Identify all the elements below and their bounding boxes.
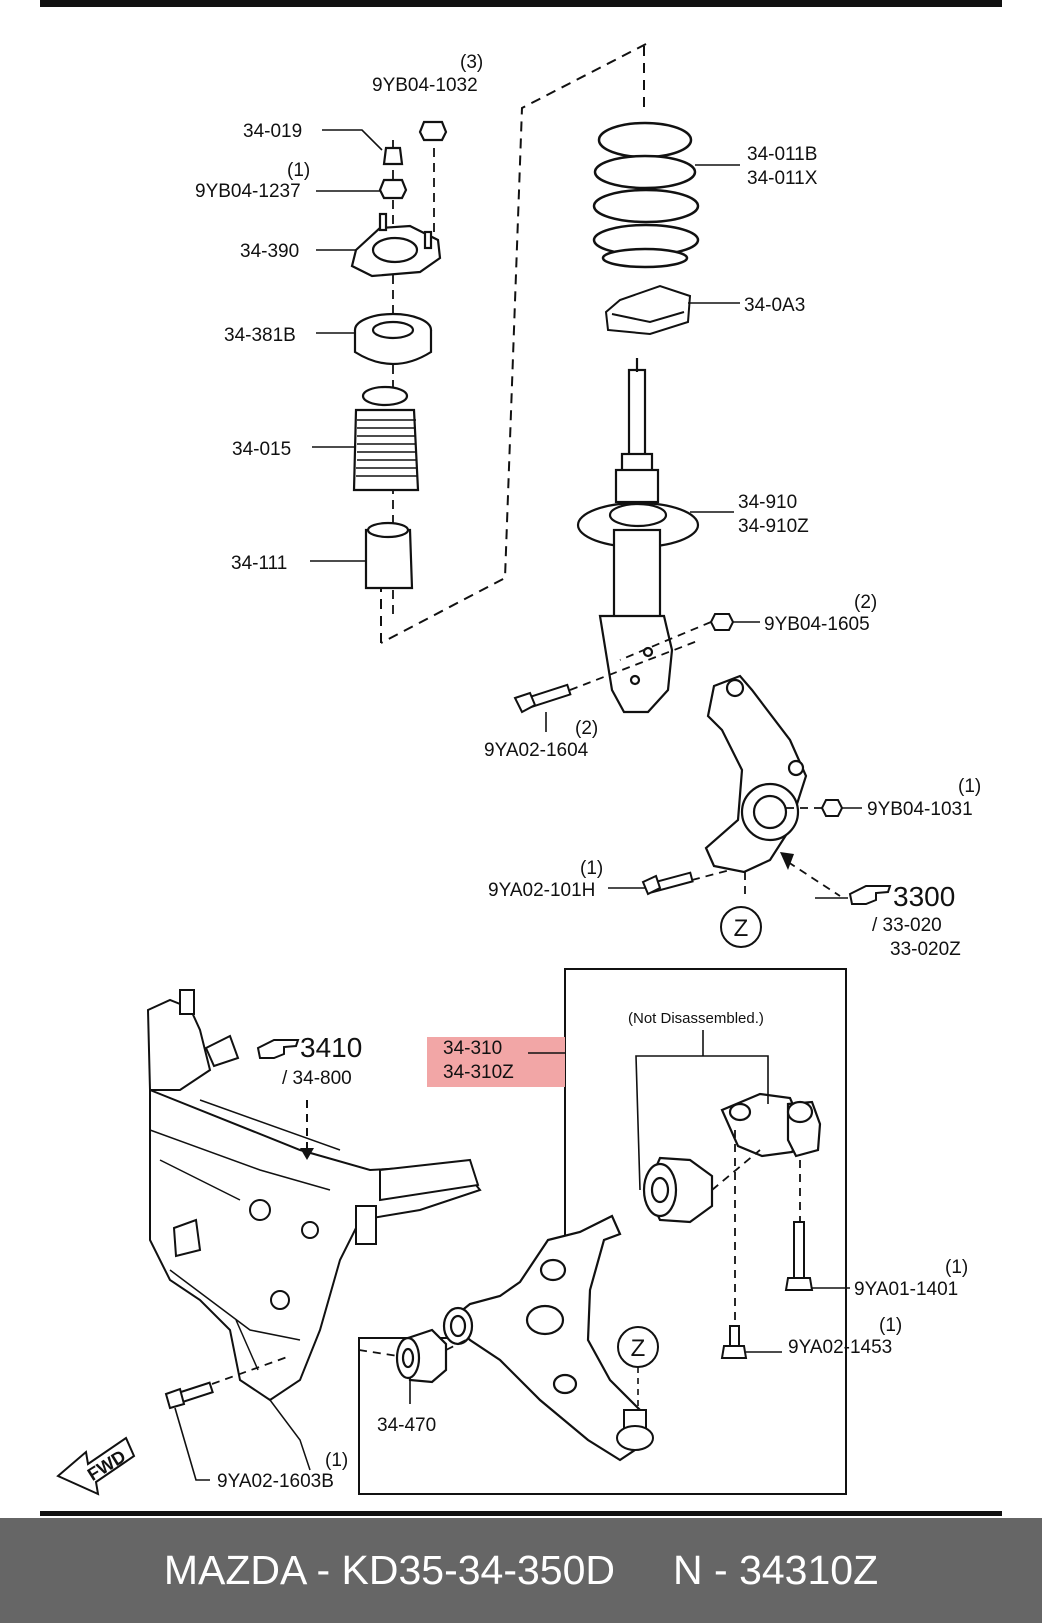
- label-34-390: 34-390: [240, 241, 299, 262]
- qty-1604: (2): [575, 718, 598, 739]
- dashed-leaders-upper: [569, 621, 841, 900]
- ref-z-upper: Z: [734, 915, 749, 942]
- footer-ref-number: N - 34310Z: [673, 1547, 879, 1593]
- label-9yb04-1237: 9YB04-1237: [195, 181, 301, 202]
- label-34-910z: 34-910Z: [738, 516, 809, 537]
- ref-z-circle-upper: [720, 906, 762, 948]
- hand-pointer-icon-3300: [848, 885, 892, 905]
- front-bushing: [642, 1156, 714, 1224]
- frame-bolt: [164, 1381, 214, 1410]
- label-34-111: 34-111: [231, 553, 287, 574]
- qty-1032: (3): [460, 52, 483, 73]
- label-34-015: 34-015: [232, 439, 291, 460]
- knuckle-arrow: [780, 852, 794, 870]
- label-9yb04-1032: 9YB04-1032: [372, 75, 478, 96]
- fasteners-upper: [513, 613, 844, 896]
- qty-1605: (2): [854, 592, 877, 613]
- qty-1453: (1): [879, 1315, 902, 1336]
- label-3300: 3300: [893, 881, 955, 912]
- rear-bushing: [720, 1092, 822, 1158]
- label-34-011x: 34-011X: [747, 168, 818, 189]
- boot-ribs: [356, 419, 417, 477]
- qty-1237: (1): [287, 160, 310, 181]
- footer-bar: MAZDA - KD35-34-350D N - 34310Z: [0, 1518, 1042, 1623]
- label-3410: 3410: [300, 1032, 362, 1063]
- top-border: [40, 0, 1002, 7]
- ball-joint: [616, 1409, 654, 1451]
- label-9ya02-101h: 9YA02-101H: [488, 880, 595, 901]
- strut-assembly-outline: [380, 43, 647, 644]
- label-not-disassembled: (Not Disassembled.): [628, 1010, 764, 1027]
- bottom-border: [40, 1511, 1002, 1516]
- arm-bolts: [720, 1221, 814, 1359]
- hand-pointer-icon-3410: [256, 1039, 300, 1059]
- label-9yb04-1031: 9YB04-1031: [867, 799, 973, 820]
- label-34-0a3: 34-0A3: [744, 295, 805, 316]
- label-33-020z: 33-020Z: [890, 939, 961, 960]
- label-9ya02-1603b: 9YA02-1603B: [217, 1471, 334, 1492]
- fwd-arrow: [56, 1436, 136, 1496]
- subframe: [146, 989, 482, 1402]
- steering-knuckle: [704, 674, 808, 874]
- coil-spring: [592, 121, 700, 269]
- label-34-910: 34-910: [738, 492, 797, 513]
- qty-101h: (1): [580, 858, 603, 879]
- qty-1031: (1): [958, 776, 981, 797]
- strut: [576, 358, 700, 714]
- label-33-020: / 33-020: [872, 915, 942, 936]
- not-disassembled-bracket: [635, 1055, 769, 1191]
- label-leaders: [174, 129, 862, 1481]
- label-9yb04-1605: 9YB04-1605: [764, 614, 870, 635]
- arm-dashed-leaders: [358, 1130, 801, 1357]
- control-arm: [442, 1214, 652, 1462]
- labels: (3) 9YB04-1032 34-019 (1) 9YB04-1237 34-…: [195, 52, 981, 1492]
- mount-stack: [350, 120, 448, 590]
- spring-seat: [604, 284, 692, 336]
- label-34-800: / 34-800: [282, 1068, 352, 1089]
- qty-1603b: (1): [325, 1450, 348, 1471]
- label-34-019: 34-019: [243, 121, 302, 142]
- bushing-470: [395, 1328, 448, 1384]
- label-9ya02-1604: 9YA02-1604: [484, 740, 589, 761]
- footer-part-number: MAZDA - KD35-34-350D: [163, 1547, 616, 1593]
- 3410-arrow: [300, 1148, 314, 1160]
- label-9ya01-1401: 9YA01-1401: [854, 1279, 958, 1300]
- arm-highlight: [427, 1037, 565, 1087]
- label-34-011b: 34-011B: [747, 144, 817, 165]
- label-34-381b: 34-381B: [224, 325, 296, 346]
- label-34-470: 34-470: [377, 1415, 436, 1436]
- label-9ya02-1453: 9YA02-1453: [788, 1337, 892, 1358]
- label-34-310z: 34-310Z: [443, 1062, 514, 1083]
- label-34-310: 34-310: [443, 1038, 502, 1059]
- ref-z-lower: Z: [631, 1335, 646, 1362]
- qty-1401: (1): [945, 1257, 968, 1278]
- subframe-detail-lines: [149, 1099, 341, 1471]
